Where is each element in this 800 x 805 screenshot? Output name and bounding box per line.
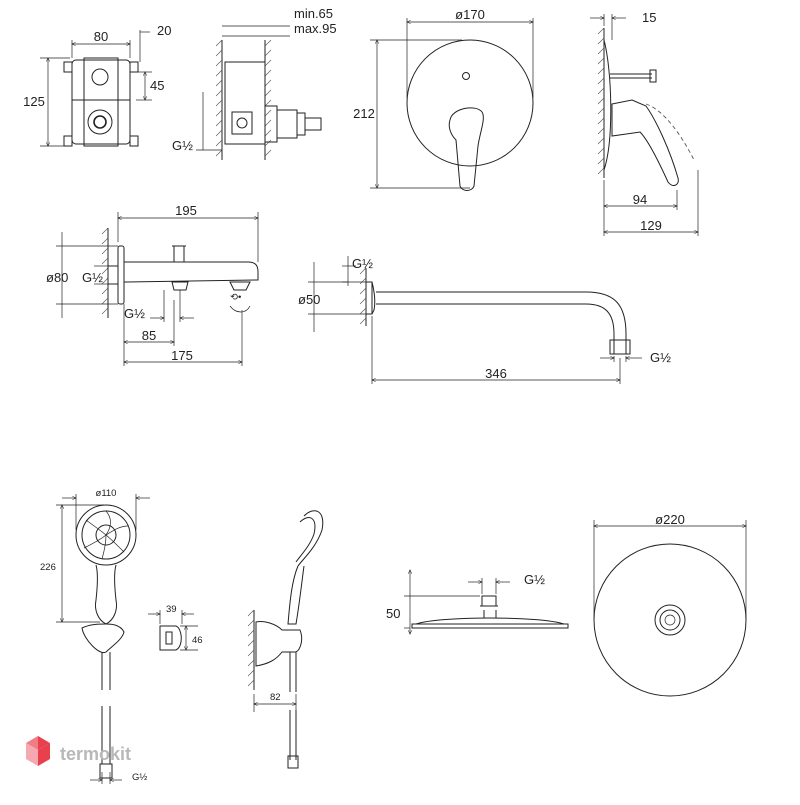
box-height-label: 125 [23,94,45,109]
mixer-box-front-view: 80 20 125 45 [23,23,171,147]
plate-diameter-label: ø170 [455,7,485,22]
shower-arm-view: G½ ø50 346 G½ [298,256,671,384]
spout-thread-label: G½ [82,270,103,285]
spout-175-label: 175 [171,348,193,363]
spout-thread-b-label: G½ [124,306,145,321]
depth-min-label: min.65 [294,6,333,21]
holder-height-label: 46 [192,635,203,646]
box-thread-label: G½ [172,138,193,153]
shower-head-top-view: ø220 [593,512,747,697]
box-side-label: 45 [150,78,164,93]
watermark-brand: termokit [60,744,131,764]
spout-85-label: 85 [142,328,156,343]
bath-spout-view: ⟲• 195 ø80 G½ G½ 85 175 [46,203,259,366]
head-diameter-label: ø220 [655,512,685,527]
watermark: termokit [26,736,131,766]
holder-width-label: 39 [166,604,177,615]
depth-max-label: max.95 [294,21,337,36]
holder-depth-label: 82 [270,692,281,703]
lever-projection-label: 15 [642,10,656,25]
lever-side-view: 15 94 129 [590,10,698,236]
hand-shower-side-view: 82 [247,510,324,769]
trim-plate-front-view: ø170 212 [353,7,534,191]
lever-total-label: 129 [640,218,662,233]
svg-text:⟲•: ⟲• [230,292,241,303]
hand-shower-diameter-label: ø110 [96,488,117,499]
mixer-box-side-view: min.65 max.95 G½ [172,6,337,160]
arm-length-label: 346 [485,366,507,381]
shower-holder-view: 39 46 [148,604,203,651]
termokit-logo-icon [26,736,50,766]
shower-head-side-view: G½ 50 [386,570,569,634]
spout-flange-label: ø80 [46,270,68,285]
lever-reach-label: 94 [633,192,647,207]
arm-flange-label: ø50 [298,292,320,307]
head-height-label: 50 [386,606,400,621]
box-width-label: 80 [94,29,108,44]
plate-height-label: 212 [353,106,375,121]
hand-shower-front-view: ø110 226 G½ [40,488,150,784]
box-offset-label: 20 [157,23,171,38]
arm-thread-end-label: G½ [650,350,671,365]
hose-thread-label: G½ [132,772,147,783]
arm-thread-top-label: G½ [352,256,373,271]
spout-length-label: 195 [175,203,197,218]
head-thread-label: G½ [524,572,545,587]
hand-shower-height-label: 226 [40,562,56,573]
